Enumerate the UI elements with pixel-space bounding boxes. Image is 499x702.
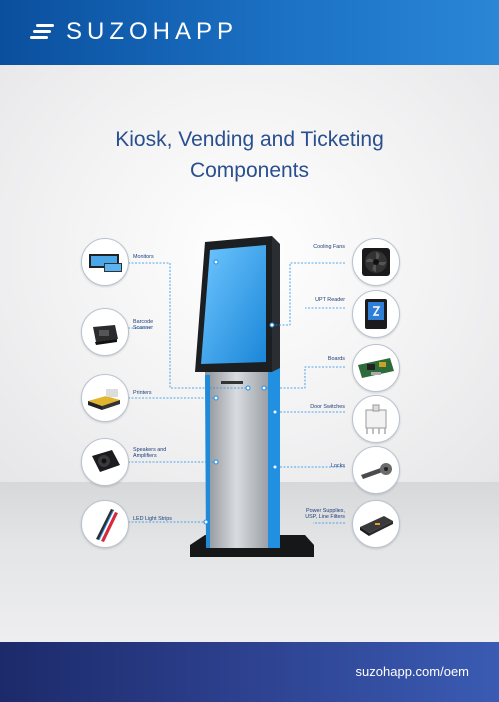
page-title: Kiosk, Vending and Ticketing Components (0, 124, 499, 186)
printer-icon (81, 374, 129, 422)
brand-logo: SUZOHAPP (30, 16, 238, 48)
upt-reader-label: UPT Reader (315, 297, 345, 303)
footer-bar: suzohapp.com/oem (0, 642, 499, 702)
speaker-icon (81, 438, 129, 486)
kiosk-pedestal (205, 370, 268, 548)
locks-label: Locks (330, 463, 345, 469)
door-switch-icon (352, 395, 400, 443)
printers-label: Printers (133, 390, 152, 396)
monitor-icon (81, 238, 129, 286)
title-line-2: Components (189, 159, 310, 182)
door-switches-label: Door Switches (310, 404, 345, 410)
card-reader-icon (352, 290, 400, 338)
barcode-scanner-icon (81, 308, 129, 356)
barcode-scanner-label: Barcode Scanner (133, 319, 154, 332)
website-link[interactable]: suzohapp.com/oem (355, 664, 469, 679)
kiosk-side-strip (268, 360, 280, 548)
power-supply-icon (352, 500, 400, 548)
logo-mark-icon (30, 22, 56, 42)
power-supplies-label: Power Supplies, USP, Line Filters (305, 508, 345, 521)
title-line-1: Kiosk, Vending and Ticketing (115, 128, 384, 151)
led-strip-icon (81, 500, 129, 548)
brand-name: SUZOHAPP (66, 18, 239, 45)
header-bar: SUZOHAPP (0, 0, 499, 65)
kiosk-illustration (128, 236, 345, 557)
cooling-fans-label: Cooling Fans (313, 244, 345, 250)
circuit-board-icon (352, 344, 400, 392)
led-strips-label: LED Light Strips (133, 516, 172, 522)
monitors-label: Monitors (133, 254, 154, 260)
lock-icon (352, 446, 400, 494)
speakers-label: Speakers and Amplifiers (133, 447, 167, 460)
fan-icon (352, 238, 400, 286)
kiosk-screen (201, 245, 266, 364)
boards-label: Boards (327, 356, 345, 362)
